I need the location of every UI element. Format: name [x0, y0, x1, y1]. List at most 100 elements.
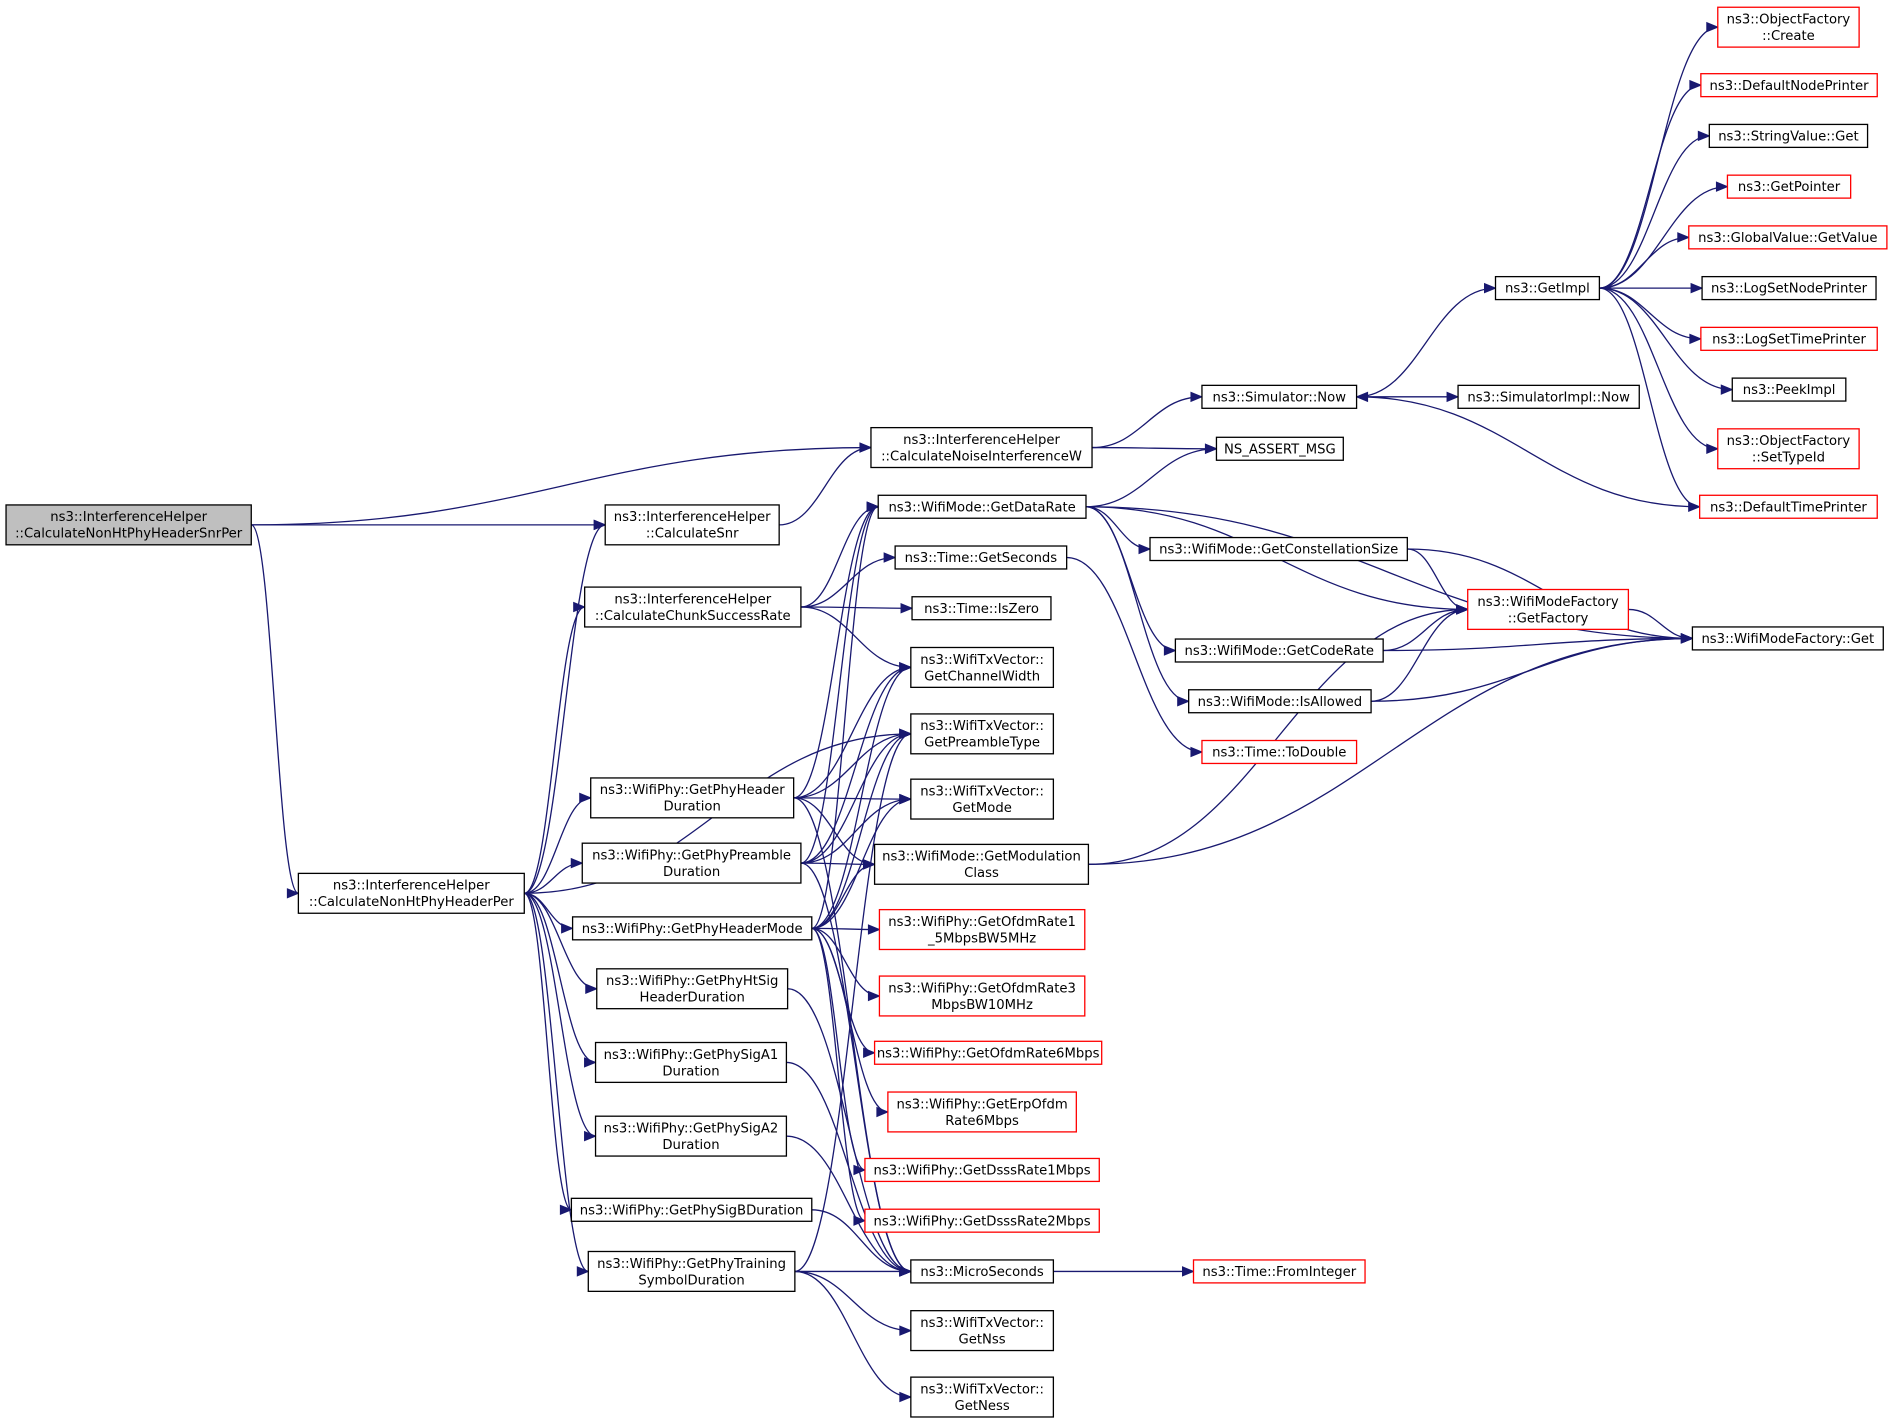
node-getimpl[interactable]: ns3::GetImpl: [1494, 275, 1601, 301]
node-psigb[interactable]: ns3::WifiPhy::GetPhySigBDuration: [570, 1197, 813, 1222]
node-wmfget[interactable]: ns3::WifiModeFactory::Get: [1691, 626, 1884, 651]
node-getptr[interactable]: ns3::GetPointer: [1726, 174, 1852, 199]
node-ptsd[interactable]: ns3::WifiPhy::GetPhyTrainingSymbolDurati…: [587, 1250, 796, 1293]
node-gcw[interactable]: ns3::WifiTxVector::GetChannelWidth: [910, 646, 1055, 689]
node-micro[interactable]: ns3::MicroSeconds: [910, 1259, 1055, 1284]
node-box: [1699, 494, 1878, 519]
node-label: ns3::WifiPhy::GetPhyPreamble: [592, 848, 791, 863]
node-ofcreate[interactable]: ns3::ObjectFactory::Create: [1717, 6, 1860, 48]
edge-phm-to-gcw: [811, 666, 911, 929]
node-fromint[interactable]: ns3::Time::FromInteger: [1192, 1259, 1366, 1284]
node-cniw[interactable]: ns3::InterferenceHelper::CalculateNoiseI…: [870, 426, 1093, 469]
node-label: ns3::WifiModeFactory::Get: [1701, 632, 1874, 647]
node-phm[interactable]: ns3::WifiPhy::GetPhyHeaderMode: [571, 916, 813, 941]
node-label: HeaderDuration: [640, 991, 745, 1006]
arrowhead-cnhper-to-ccsr: [573, 601, 586, 613]
arrowhead-ccsr-to-iszero: [900, 602, 914, 614]
node-label: ns3::GetPointer: [1738, 180, 1841, 195]
node-label: ns3::WifiTxVector::: [920, 653, 1044, 668]
edge-gcr-to-wmfget: [1383, 637, 1693, 652]
node-isallowed[interactable]: ns3::WifiMode::IsAllowed: [1188, 689, 1372, 714]
node-gnss[interactable]: ns3::WifiTxVector::GetNss: [910, 1310, 1055, 1352]
node-box: [5, 504, 252, 546]
node-assert[interactable]: NS_ASSERT_MSG: [1215, 436, 1344, 461]
node-gness[interactable]: ns3::WifiTxVector::GetNess: [910, 1376, 1055, 1418]
edge-phd-to-gmode: [793, 797, 911, 800]
node-box: [877, 494, 1087, 519]
node-label: ns3::Time::ToDouble: [1212, 746, 1346, 761]
edge-ccsr-to-gcw: [800, 606, 911, 669]
arrowhead-phm-to-ofdm15: [867, 924, 881, 935]
node-todouble[interactable]: ns3::Time::ToDouble: [1201, 739, 1358, 765]
edge-cnhper-to-psigb: [523, 892, 572, 1211]
arrowhead-cnhper-to-phm: [561, 923, 574, 934]
node-simimplnow[interactable]: ns3::SimulatorImpl::Now: [1457, 384, 1640, 409]
node-dsss2[interactable]: ns3::WifiPhy::GetDsssRate2Mbps: [864, 1208, 1100, 1233]
node-dsss1[interactable]: ns3::WifiPhy::GetDsssRate1Mbps: [864, 1157, 1100, 1183]
node-gsec[interactable]: ns3::Time::GetSeconds: [894, 545, 1068, 570]
node-box: [1731, 377, 1847, 402]
edge-gdr-to-wmfget: [1085, 506, 1693, 640]
edge-root-to-cniw: [251, 446, 871, 526]
node-gvget[interactable]: ns3::GlobalValue::GetValue: [1688, 225, 1888, 250]
node-label: ns3::InterferenceHelper: [614, 592, 771, 607]
arrowhead-cnhper-to-csnr: [593, 519, 607, 531]
node-svget[interactable]: ns3::StringValue::Get: [1708, 123, 1869, 149]
node-label: Rate6Mbps: [945, 1114, 1019, 1129]
node-label: ns3::Time::GetSeconds: [905, 551, 1058, 566]
node-label: ns3::WifiPhy::GetOfdmRate3: [888, 981, 1076, 996]
node-now[interactable]: ns3::Simulator::Now: [1201, 384, 1358, 409]
node-label: ns3::WifiMode::GetDataRate: [888, 500, 1075, 515]
arrowhead-getimpl-to-svget: [1697, 130, 1711, 142]
edge-gmc-to-wmfget: [1088, 637, 1693, 865]
node-box: [1149, 536, 1408, 562]
node-csnr[interactable]: ns3::InterferenceHelper::CalculateSnr: [604, 504, 780, 546]
node-box: [1700, 326, 1878, 351]
node-gcr[interactable]: ns3::WifiMode::GetCodeRate: [1174, 638, 1384, 663]
node-root[interactable]: ns3::InterferenceHelper::CalculateNonHtP…: [5, 504, 252, 546]
edge-cnhper-to-csnr: [524, 524, 606, 894]
node-box: [590, 777, 795, 819]
node-box: [1467, 588, 1630, 631]
arrowhead-cnhper-to-ptsd: [576, 1266, 590, 1277]
edge-getimpl-to-ofsettid: [1599, 287, 1718, 450]
node-label: ns3::WifiPhy::GetDsssRate1Mbps: [874, 1164, 1091, 1179]
arrowhead-dtp-to-now: [1355, 391, 1369, 403]
node-gcs[interactable]: ns3::WifiMode::GetConstellationSize: [1149, 536, 1408, 562]
node-lstp[interactable]: ns3::LogSetTimePrinter: [1700, 326, 1878, 351]
arrowhead-gdr-to-gcs: [1138, 543, 1152, 555]
arrowhead-ptsd-to-micro: [899, 1266, 913, 1277]
node-cnhper[interactable]: ns3::InterferenceHelper::CalculateNonHtP…: [297, 872, 525, 914]
node-gdr[interactable]: ns3::WifiMode::GetDataRate: [877, 494, 1087, 519]
node-label: ns3::WifiModeFactory: [1477, 595, 1619, 610]
node-label: Duration: [663, 865, 720, 880]
node-wmfgf[interactable]: ns3::WifiModeFactory::GetFactory: [1467, 588, 1630, 631]
node-dtp[interactable]: ns3::DefaultTimePrinter: [1699, 494, 1878, 519]
node-ofsettid[interactable]: ns3::ObjectFactory::SetTypeId: [1717, 428, 1860, 470]
node-ccsr[interactable]: ns3::InterferenceHelper::CalculateChunkS…: [584, 586, 802, 628]
node-ofdm15[interactable]: ns3::WifiPhy::GetOfdmRate1_5MbpsBW5MHz: [878, 908, 1086, 951]
node-dnp[interactable]: ns3::DefaultNodePrinter: [1700, 73, 1878, 98]
arrowhead-getimpl-to-dnp: [1689, 79, 1703, 91]
edges-layer: [250, 21, 1734, 1403]
node-peek[interactable]: ns3::PeekImpl: [1731, 377, 1847, 402]
node-box: [1201, 739, 1358, 765]
arrowhead-cnhper-to-phd: [579, 792, 593, 804]
node-gpt[interactable]: ns3::WifiTxVector::GetPreambleType: [910, 713, 1055, 755]
node-iszero[interactable]: ns3::Time::IsZero: [911, 596, 1052, 621]
node-ofdm6[interactable]: ns3::WifiPhy::GetOfdmRate6Mbps: [873, 1040, 1103, 1065]
node-gmode[interactable]: ns3::WifiTxVector::GetMode: [910, 778, 1055, 820]
arrowhead-gdr-to-gcr: [1163, 645, 1177, 656]
node-lsnp[interactable]: ns3::LogSetNodePrinter: [1701, 275, 1877, 301]
edge-getimpl-to-peek: [1599, 287, 1733, 391]
node-label: GetPreambleType: [924, 736, 1040, 751]
arrowhead-phm-to-gcw: [899, 662, 913, 673]
